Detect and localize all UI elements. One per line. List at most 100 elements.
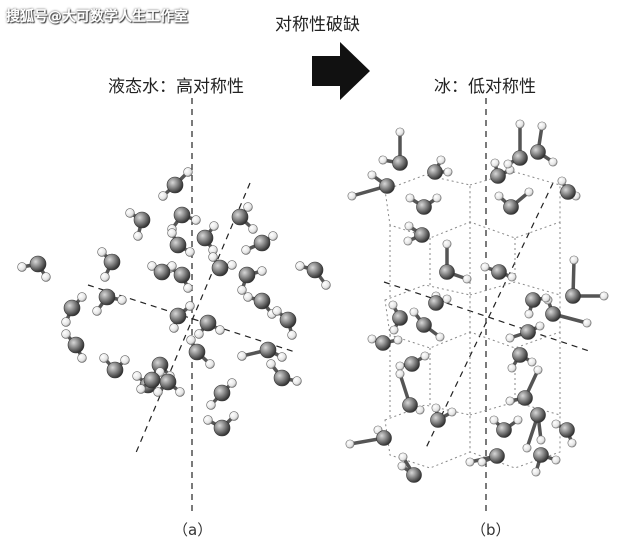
water-molecule	[403, 221, 430, 246]
water-molecule	[367, 334, 403, 351]
hydrogen-atom	[404, 221, 414, 231]
hydrogen-atom	[515, 119, 525, 129]
watermark-text: 搜狐号@大可数学人生工作室	[6, 9, 188, 25]
hydrogen-atom	[61, 317, 71, 327]
oxygen-atom	[545, 306, 561, 322]
hydrogen-atom	[243, 292, 253, 302]
water-molecule	[530, 121, 558, 167]
hydrogen-atom	[287, 330, 297, 340]
oxygen-atom	[169, 307, 187, 325]
water-molecule	[480, 262, 517, 282]
hydrogen-atom	[403, 236, 413, 246]
oxygen-atom	[416, 199, 432, 215]
oxygen-atom	[188, 343, 206, 361]
water-molecule	[565, 255, 609, 304]
hydrogen-atom	[541, 293, 551, 303]
oxygen-atom	[530, 144, 546, 160]
water-molecule	[531, 447, 561, 477]
hydrogen-atom	[120, 355, 130, 365]
water-molecule	[194, 314, 225, 339]
hydrogen-atom	[513, 415, 523, 425]
water-molecule	[295, 261, 331, 290]
oxygen-atom	[560, 184, 576, 200]
hydrogen-atom	[462, 274, 472, 284]
hydrogen-atom	[431, 403, 441, 413]
water-molecule	[186, 335, 215, 369]
hydrogen-atom	[153, 387, 163, 397]
hydrogen-atom	[136, 384, 146, 394]
hydrogen-atom	[507, 363, 517, 373]
water-molecule	[503, 119, 528, 169]
oxygen-atom	[173, 266, 191, 284]
oxygen-atom	[404, 356, 420, 372]
panel-a-caption: （a）	[173, 521, 213, 539]
hydrogen-atom	[61, 329, 71, 339]
hydrogen-atom	[194, 329, 204, 339]
hydrogen-atom	[443, 167, 453, 177]
hydrogen-atom	[477, 457, 487, 467]
water-molecule	[237, 341, 287, 362]
water-molecule	[345, 425, 392, 449]
hydrogen-atom	[527, 357, 537, 367]
hydrogen-atom	[295, 261, 305, 271]
water-molecule	[203, 411, 239, 437]
oxygen-atom	[213, 384, 231, 402]
liquid-water-molecules	[17, 167, 331, 437]
water-molecule	[557, 176, 581, 201]
oxygen-atom	[517, 390, 533, 406]
water-molecule	[153, 373, 185, 397]
water-molecule	[397, 452, 422, 483]
water-molecule	[388, 300, 408, 335]
hydrogen-atom	[442, 239, 452, 249]
oxygen-atom	[253, 234, 271, 252]
oxygen-atom	[491, 264, 507, 280]
hydrogen-atom	[389, 325, 399, 335]
hydrogen-atom	[208, 252, 218, 262]
hydrogen-atom	[551, 419, 561, 429]
hydrogen-atom	[17, 262, 27, 272]
ice-axes	[383, 98, 593, 512]
water-molecule	[347, 170, 395, 201]
hydrogen-atom	[507, 272, 517, 282]
hydrogen-atom	[489, 415, 499, 425]
water-molecule	[522, 407, 546, 453]
oxygen-atom	[533, 447, 549, 463]
hydrogen-atom	[503, 159, 513, 169]
hydrogen-atom	[321, 280, 331, 290]
oxygen-atom	[402, 397, 418, 413]
oxygen-atom	[103, 253, 121, 271]
water-molecule	[208, 252, 237, 277]
hydrogen-atom	[77, 353, 87, 363]
hydrogen-atom	[185, 301, 195, 311]
hydrogen-atom	[292, 376, 302, 386]
hydrogen-atom	[535, 321, 545, 331]
hydrogen-atom	[420, 351, 430, 361]
hydrogen-atom	[215, 325, 225, 335]
water-molecule	[136, 367, 165, 394]
panel-b-caption: （b）	[471, 521, 511, 539]
water-molecule	[266, 359, 302, 387]
oxygen-atom	[439, 264, 455, 280]
hydrogen-atom	[436, 155, 446, 165]
water-molecule	[395, 369, 425, 415]
hydrogen-atom	[435, 332, 445, 342]
right-arrow-icon	[312, 42, 370, 100]
hydrogen-atom	[480, 262, 490, 272]
water-molecule	[395, 351, 430, 372]
oxygen-atom	[98, 288, 116, 306]
symmetry-breaking-heading: 对称性破缺	[275, 15, 360, 35]
hydrogen-atom	[494, 191, 504, 201]
oxygen-atom	[213, 419, 231, 437]
hydrogen-atom	[77, 292, 87, 302]
hydrogen-atom	[551, 455, 561, 465]
hydrogen-atom	[277, 352, 287, 362]
hydrogen-atom	[183, 167, 193, 177]
water-molecule	[158, 167, 193, 201]
hydrogen-atom	[395, 369, 405, 379]
liquid-water-title: 液态水：高对称性	[108, 77, 244, 97]
hydrogen-atom	[186, 335, 196, 345]
water-molecule	[505, 321, 545, 343]
water-molecule	[169, 301, 195, 333]
oxygen-atom	[238, 266, 256, 284]
